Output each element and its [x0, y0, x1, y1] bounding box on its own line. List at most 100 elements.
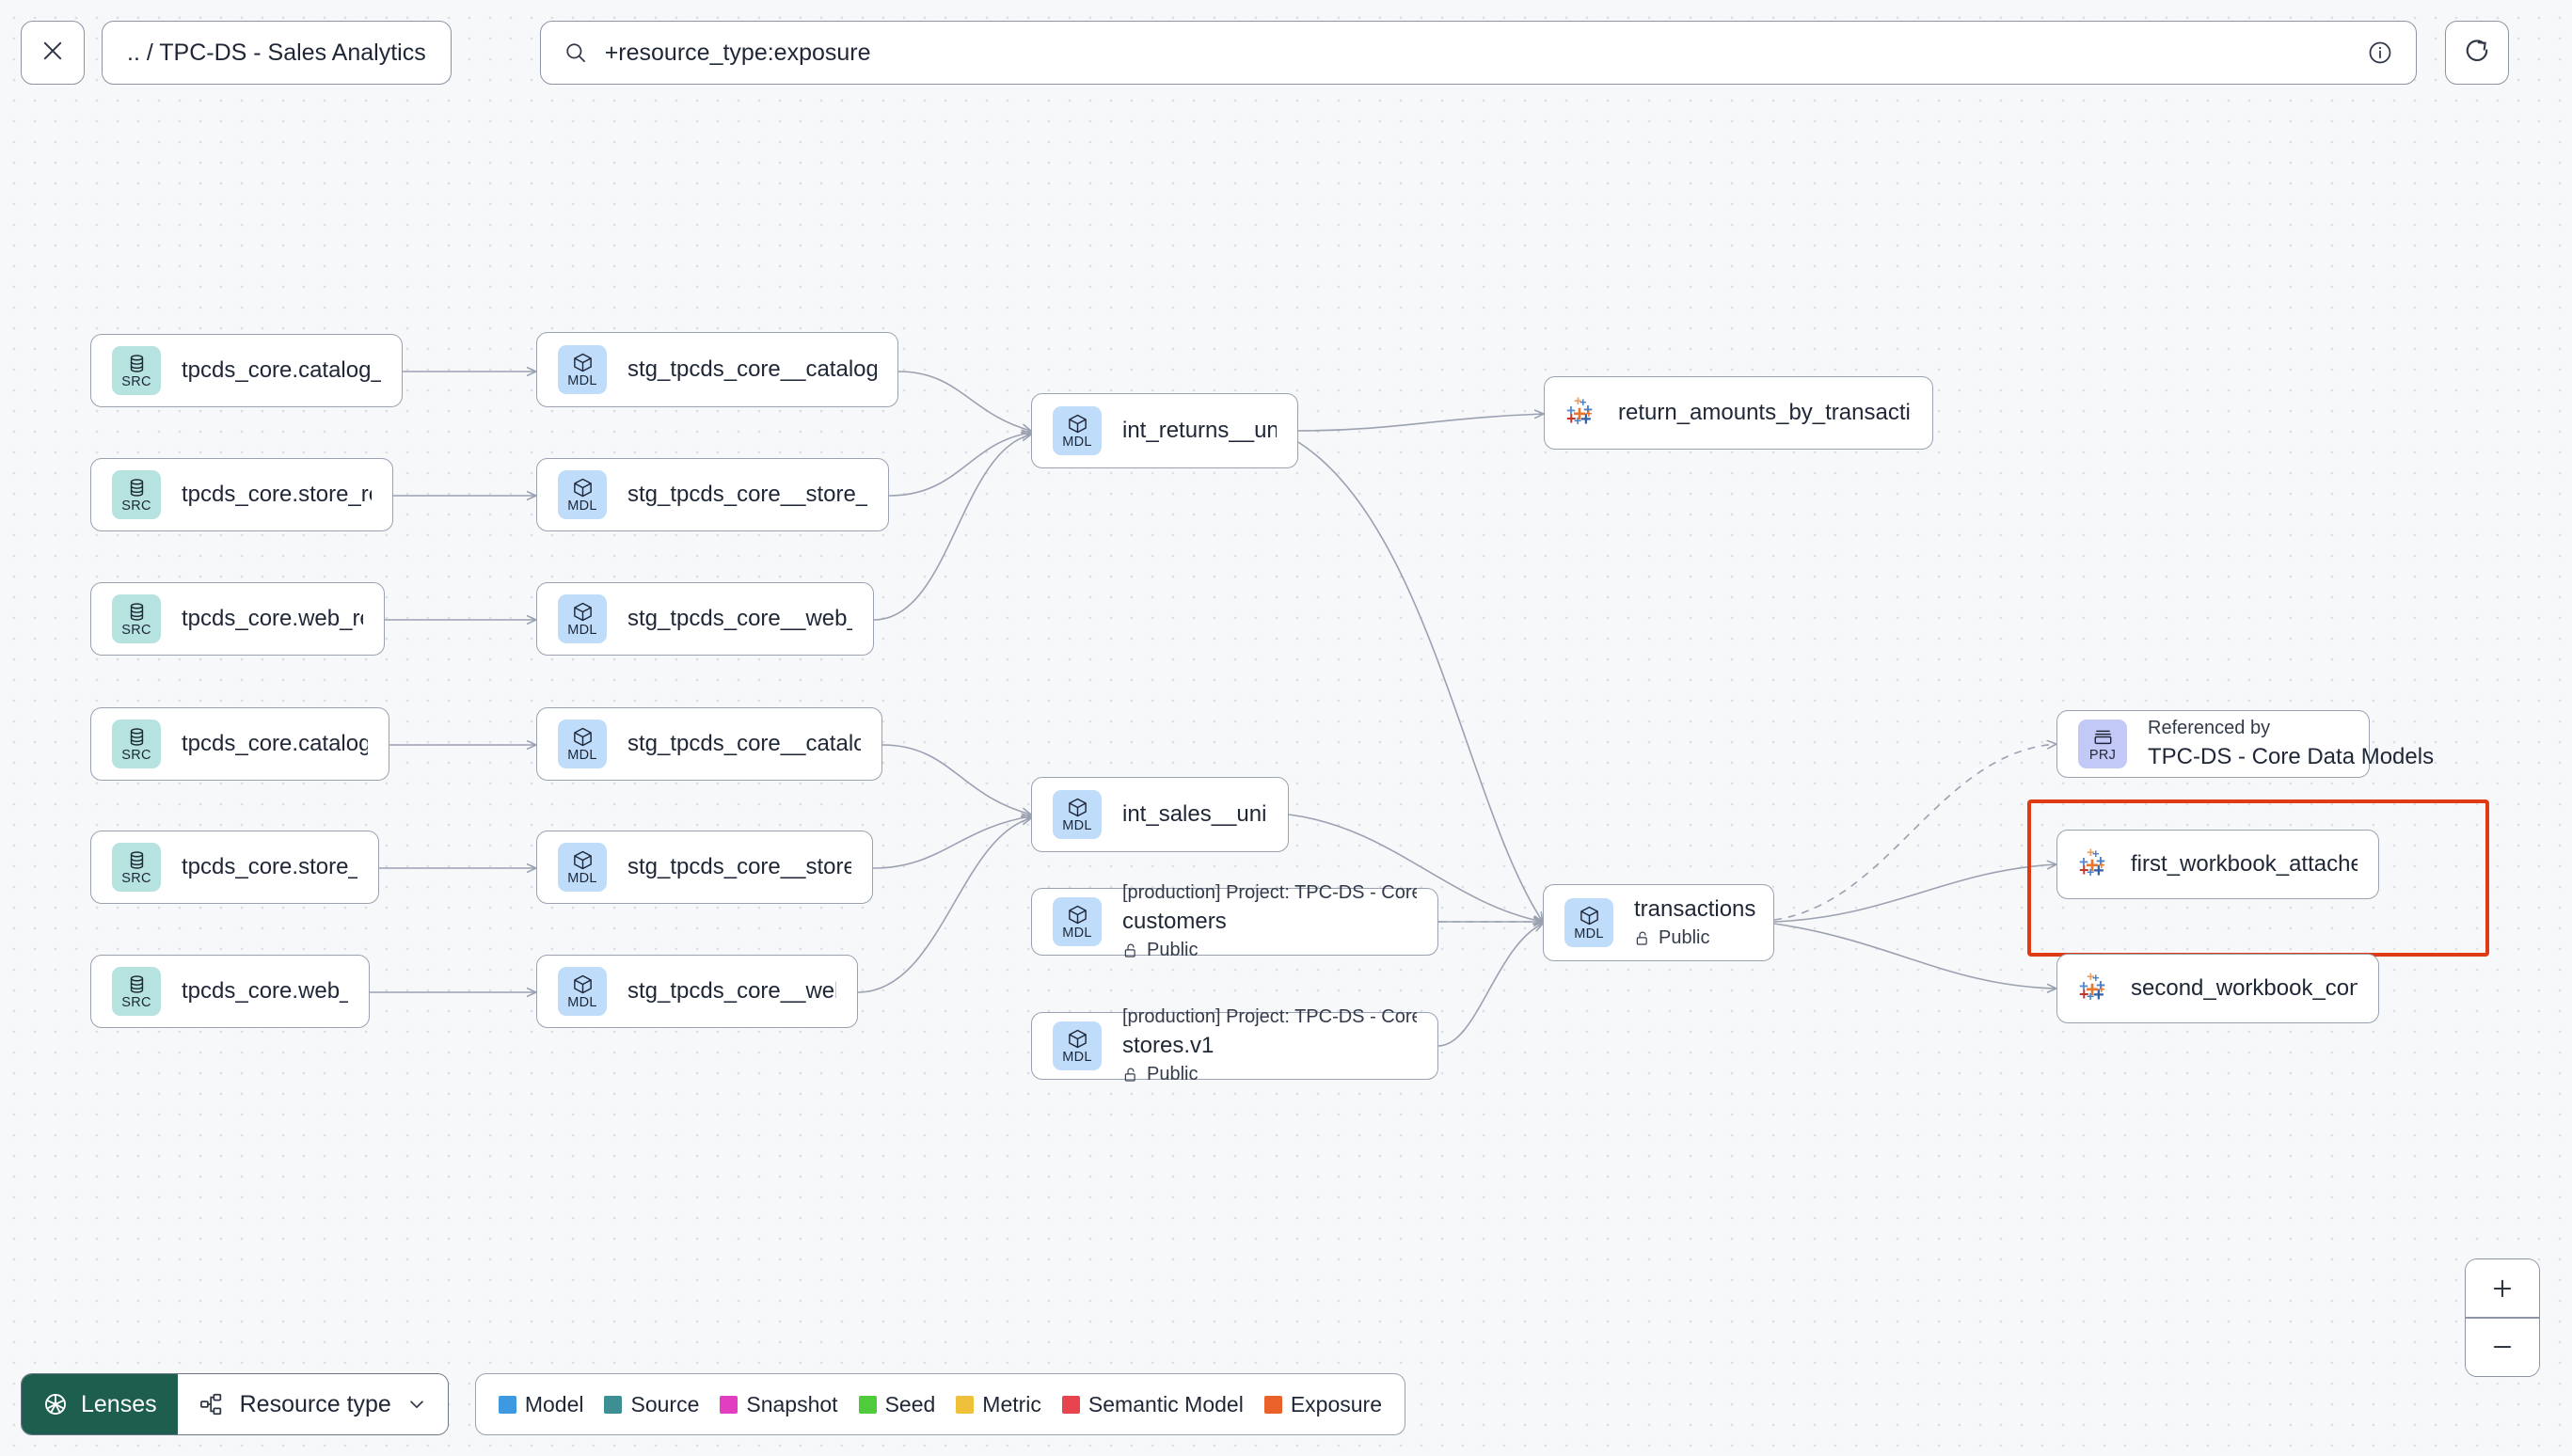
- legend-swatch: [1061, 1395, 1080, 1414]
- node-title: int_sales__unioned: [1122, 801, 1267, 827]
- badge-label: MDL: [1062, 1049, 1092, 1065]
- search-bar[interactable]: +resource_type:exposure: [539, 21, 2417, 85]
- exposure-title: first_workbook_attached_to_tpc-ds_-_…: [2131, 851, 2358, 877]
- graph-node-transactions[interactable]: MDL transactions Public: [1543, 884, 1774, 961]
- source-badge-icon: SRC: [112, 720, 161, 768]
- graph-node-first_workbook[interactable]: +++++++++ first_workbook_attached_to_tpc-…: [2056, 830, 2379, 899]
- graph-node-stg_catalog_returns[interactable]: MDL stg_tpcds_core__catalog_returns: [536, 332, 898, 407]
- node-name: transactions: [1634, 896, 1756, 922]
- legend-item[interactable]: Metric: [956, 1392, 1041, 1417]
- database-icon: [126, 849, 148, 871]
- legend-swatch: [720, 1395, 738, 1414]
- close-button[interactable]: [21, 21, 85, 85]
- badge-label: MDL: [567, 994, 597, 1010]
- unlock-icon: [1634, 929, 1651, 948]
- graph-node-stores_v1[interactable]: MDL[production] Project: TPC-DS - Core D…: [1031, 1006, 1438, 1084]
- legend-label: Seed: [884, 1391, 936, 1416]
- source-badge-icon: SRC: [112, 470, 161, 519]
- project-name: TPC-DS - Core Data Models: [2148, 744, 2435, 769]
- lenses-button[interactable]: Lenses: [22, 1374, 178, 1434]
- cube-icon: [572, 973, 594, 995]
- graph-node-return_amounts[interactable]: +++++++++return_amounts_by_transaction_t…: [1544, 376, 1933, 450]
- badge-label: SRC: [121, 747, 151, 763]
- resource-type-dropdown[interactable]: Resource type: [177, 1374, 448, 1434]
- tableau-icon: +++++++++: [2079, 969, 2105, 1005]
- graph-node-customers[interactable]: MDL [production] Project: TPC-DS - Core D…: [1031, 882, 1438, 960]
- legend-item[interactable]: Semantic Model: [1061, 1391, 1244, 1417]
- search-container: +resource_type:exposure: [539, 21, 2417, 85]
- badge-label: MDL: [567, 870, 597, 886]
- legend-item[interactable]: Seed: [858, 1391, 936, 1417]
- visibility-label: Public: [1147, 1064, 1199, 1084]
- model-badge-icon: MDL: [558, 594, 607, 643]
- node-project-label: [production] Project: TPC-DS - Core Data…: [1122, 882, 1417, 903]
- toolbar-header: .. / TPC-DS - Sales Analytics +resource_…: [0, 0, 2572, 105]
- source-badge-icon: SRC: [112, 967, 161, 1016]
- zoom-in-button[interactable]: [2466, 1259, 2539, 1318]
- legend-item[interactable]: Model: [498, 1392, 583, 1417]
- badge-label: SRC: [121, 498, 151, 514]
- model-badge-icon: MDL: [1053, 406, 1102, 455]
- legend-label: Exposure: [1290, 1391, 1382, 1416]
- lenses-label: Lenses: [81, 1390, 157, 1417]
- refresh-button[interactable]: [2444, 21, 2509, 85]
- legend-item[interactable]: Exposure: [1263, 1391, 1382, 1417]
- graph-node-second_workbook[interactable]: +++++++++ second_workbook_connected_to_li…: [2056, 954, 2379, 1023]
- badge-label: MDL: [567, 498, 597, 514]
- bottom-toolbar: Lenses Resource type: [21, 1373, 1405, 1435]
- database-icon: [126, 726, 148, 748]
- legend-label: Snapshot: [746, 1391, 838, 1416]
- referenced-by-label: Referenced by: [2148, 718, 2271, 738]
- breadcrumb[interactable]: .. / TPC-DS - Sales Analytics: [102, 21, 452, 85]
- cube-icon: [572, 477, 594, 499]
- cube-icon: [572, 601, 594, 623]
- info-icon[interactable]: [2367, 40, 2393, 66]
- legend-swatch: [956, 1395, 975, 1414]
- model-badge-icon: MDL: [1053, 897, 1102, 946]
- badge-label: MDL: [1574, 926, 1604, 942]
- search-icon: [564, 40, 588, 65]
- badge-label: MDL: [1062, 925, 1092, 941]
- legend-swatch: [1263, 1395, 1282, 1414]
- legend-label: Metric: [982, 1391, 1041, 1416]
- database-icon: [126, 601, 148, 623]
- legend-item[interactable]: Snapshot: [720, 1391, 838, 1417]
- exposure-title: second_workbook_connected_to_live…: [2131, 975, 2358, 1001]
- search-input[interactable]: +resource_type:exposure: [604, 39, 871, 66]
- model-badge-icon: MDL: [558, 720, 607, 768]
- model-badge-icon: MDL: [558, 345, 607, 394]
- zoom-divider: [2466, 1317, 2539, 1319]
- badge-label: SRC: [121, 373, 151, 389]
- database-icon: [126, 477, 148, 499]
- plus-icon: [2489, 1275, 2516, 1302]
- node-title: stg_tpcds_core__catalog_returns: [627, 356, 877, 382]
- legend-label: Semantic Model: [1088, 1391, 1244, 1416]
- node-text-stack: [production] Project: TPC-DS - Core Data…: [1122, 882, 1417, 961]
- cube-icon: [1067, 1028, 1088, 1050]
- breadcrumb-label: .. / TPC-DS - Sales Analytics: [127, 39, 426, 66]
- tableau-icon: +++++++++: [1566, 393, 1593, 430]
- node-visibility: Public: [1634, 927, 1753, 949]
- chevron-down-icon: [406, 1394, 427, 1415]
- source-badge-icon: SRC: [112, 594, 161, 643]
- badge-label: MDL: [567, 747, 597, 763]
- zoom-out-button[interactable]: [2466, 1318, 2539, 1376]
- database-icon: [126, 353, 148, 374]
- legend-item[interactable]: Source: [604, 1392, 699, 1417]
- tableau-icon: +++++++++: [2079, 845, 2105, 881]
